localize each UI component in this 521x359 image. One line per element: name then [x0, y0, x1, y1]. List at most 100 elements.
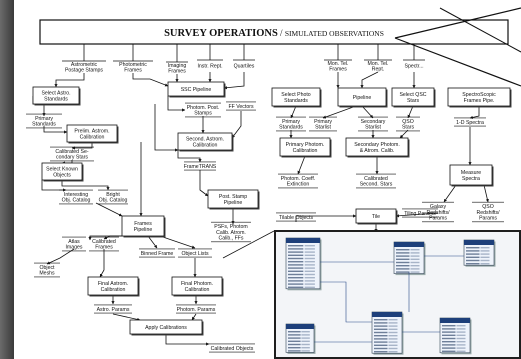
flow-arrow-8 [167, 96, 186, 112]
box-label-final-photom: Final Photom.Calibration [181, 281, 213, 293]
schema-field [288, 347, 301, 349]
schema-field [288, 286, 304, 288]
schema-field [374, 328, 388, 330]
schema-field-type [388, 351, 398, 353]
schema-field-type [410, 258, 420, 260]
schema-field-type [304, 280, 315, 282]
schema-field-type [301, 350, 310, 352]
store-label-photom-params: Photom. Params [177, 307, 216, 313]
store-label-spectra-1d: 1-D Spectra [456, 120, 484, 126]
flow-arrow-10 [231, 111, 242, 139]
schema-field [442, 347, 456, 349]
store-label-binned: Binned Frame [141, 251, 174, 257]
box-border [391, 87, 435, 107]
process-second-astrom: Second. Astrom.Calibration [177, 132, 234, 152]
schema-field [288, 331, 301, 333]
pointer-line-lower [394, 37, 521, 87]
schema-field-type [304, 251, 315, 253]
schema-field-type [456, 337, 466, 340]
flow-arrow-24 [99, 249, 105, 278]
store-label-calibrated-secondary: Calibrated Se-condary Stars [55, 149, 88, 161]
box-label-prelim-astrom: Prelim. Astrom.Calibration [74, 128, 109, 140]
schema-link-2 [320, 281, 372, 323]
schema-field-type [456, 328, 466, 330]
schema-field-type [388, 335, 398, 337]
schema-field [374, 325, 388, 327]
schema-field-type [456, 331, 466, 333]
schema-field-type [304, 257, 315, 260]
flow-arrow-46 [443, 184, 457, 203]
schema-field-type [456, 341, 466, 343]
schema-field-type [410, 255, 420, 257]
flow-arrow-0 [54, 73, 85, 88]
schema-field [288, 337, 301, 339]
flow-arrow-28 [112, 313, 141, 321]
input-montel1: Mon. Tel.Frames [324, 44, 352, 72]
schema-field [396, 249, 410, 251]
flow-arrow-21 [147, 235, 158, 249]
schema-field-type [410, 261, 420, 264]
diagram-title: SURVEY OPERATIONS / SIMULATED OBSERVATIO… [164, 28, 384, 39]
schema-field-type [410, 271, 420, 273]
schema-table-2 [463, 239, 496, 267]
store-frame-trans: FrameTRANS [184, 161, 217, 171]
schema-field [288, 350, 301, 352]
box-border [271, 87, 321, 107]
schema-field-type [304, 261, 315, 263]
box-border [279, 137, 331, 157]
schema-table-header [464, 240, 494, 245]
flow-arrow-29 [191, 313, 197, 321]
schema-field [396, 271, 410, 273]
schema-field [288, 257, 304, 260]
schema-field [288, 273, 304, 276]
inset-title [282, 234, 402, 239]
box-border [337, 87, 387, 107]
flow-arrow-44 [297, 155, 306, 175]
box-label-second-astrom: Second. Astrom.Calibration [186, 136, 224, 148]
flow-arrow-7 [71, 142, 93, 150]
schema-field-type [304, 245, 315, 247]
input-instr: Instr. Rept. [197, 44, 223, 70]
flow-arrow-35 [290, 105, 297, 119]
schema-field-type [388, 328, 398, 330]
box-border [449, 164, 493, 186]
box-label-apply-calib: Apply Calibrations [145, 325, 187, 331]
schema-field-type [388, 344, 398, 346]
store-astro-params: Astro. Params [94, 304, 132, 314]
schema-table-header [440, 318, 470, 323]
box-label-select-astro: Select Astro.Standards [41, 90, 70, 102]
schema-field-type [480, 253, 490, 255]
flow-arrow-39 [469, 106, 480, 119]
title-main: SURVEY OPERATIONS [164, 28, 278, 39]
store-spectra-1d: 1-D Spectra [454, 117, 486, 127]
box-border [345, 137, 409, 157]
schema-field [396, 258, 410, 260]
box-border [121, 215, 165, 237]
store-object-lists: Object Lists [178, 248, 212, 258]
schema-field [288, 245, 304, 247]
schema-field [374, 341, 388, 343]
schema-field-type [304, 273, 315, 276]
schema-field-type [301, 331, 310, 333]
schema-field-type [480, 247, 490, 249]
schema-table-0 [285, 237, 322, 291]
schema-field [374, 331, 388, 334]
flow-arrow-47 [483, 184, 489, 203]
schema-field-type [304, 283, 315, 285]
